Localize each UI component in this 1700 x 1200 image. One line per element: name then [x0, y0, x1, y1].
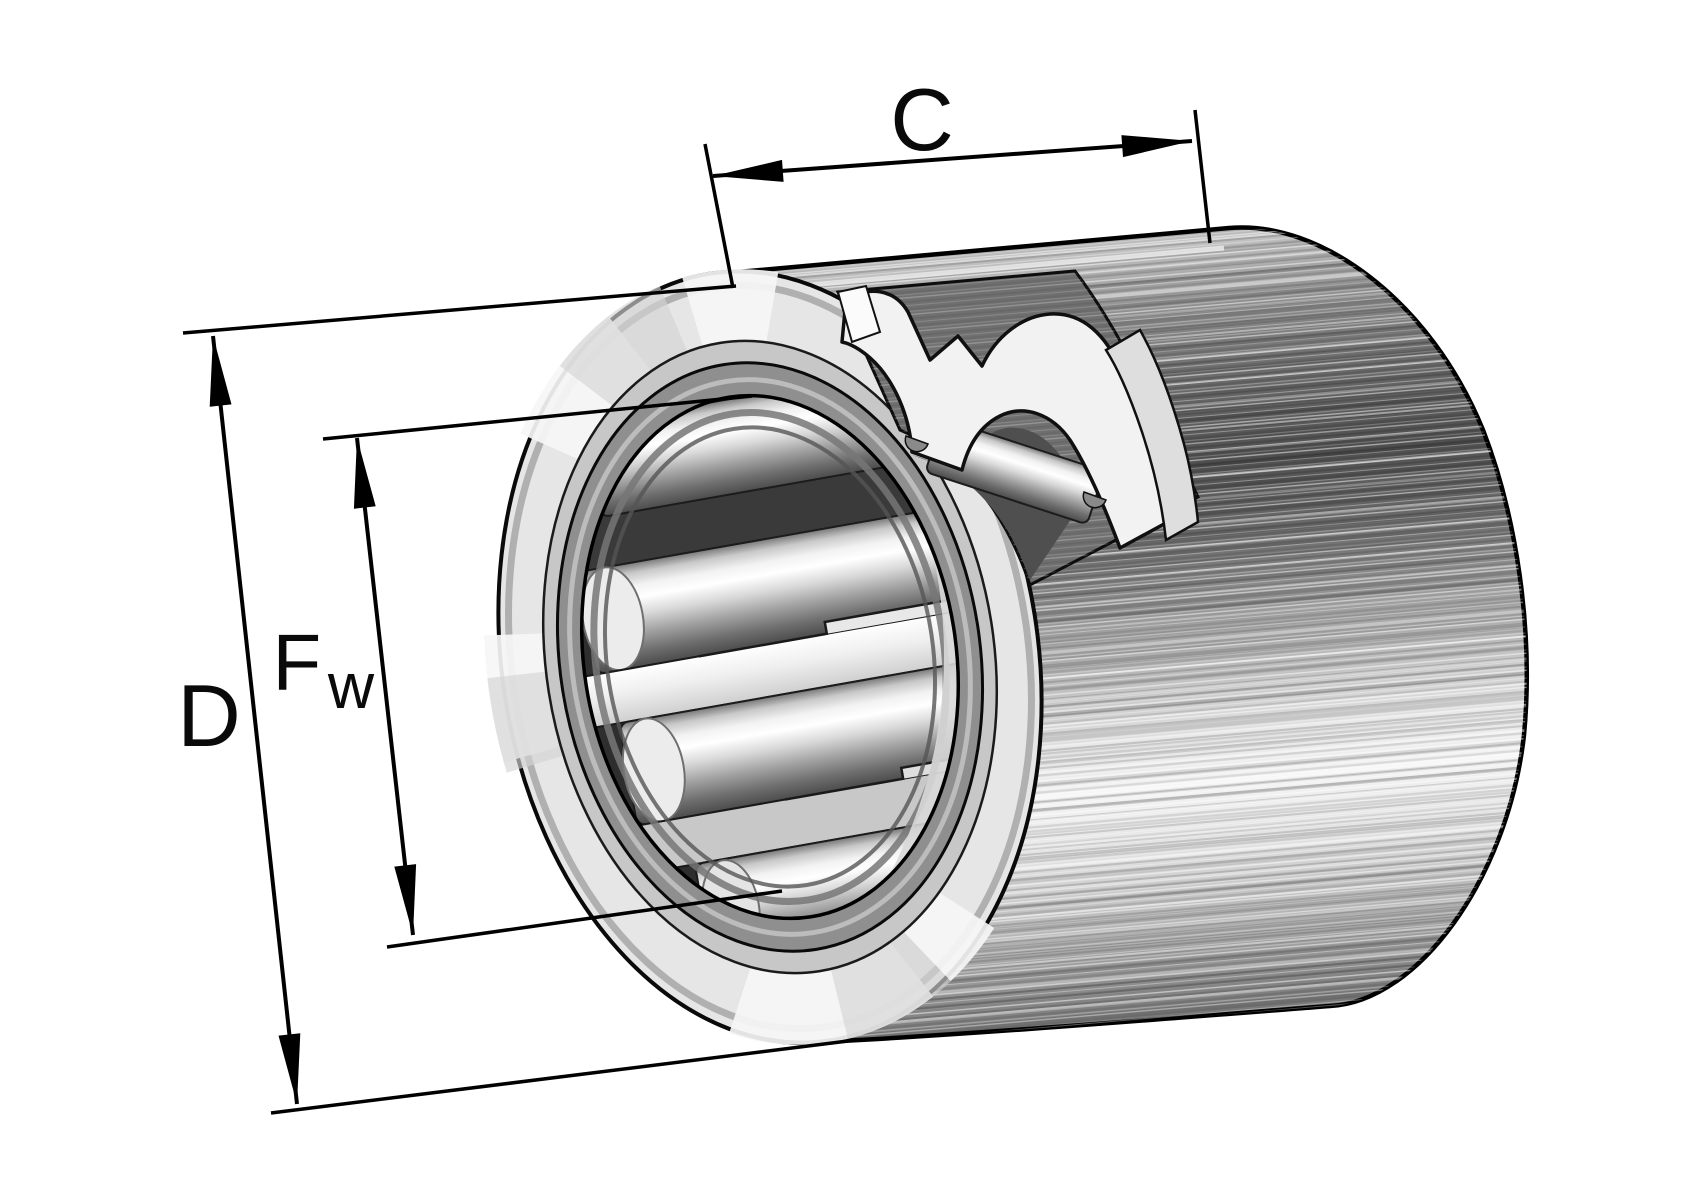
- shell-top-highlight: [741, 245, 1225, 294]
- cage-band-notch: [904, 435, 929, 453]
- label-bore-diameter: F w: [272, 618, 375, 722]
- dimension-line: [355, 437, 415, 936]
- cage-face-highlight: [567, 377, 973, 937]
- dimension-d: D: [177, 284, 849, 1115]
- extension-line: [386, 889, 783, 949]
- dimension-line: [712, 139, 1193, 178]
- label-bore-main: F: [272, 618, 321, 707]
- cage-second-bridge: [1104, 328, 1200, 543]
- label-width: C: [890, 70, 954, 169]
- extension-line: [1193, 109, 1212, 244]
- arrowhead-left: [713, 159, 784, 182]
- cage-band-notch: [1082, 491, 1107, 509]
- label-bore-subscript: w: [327, 650, 375, 722]
- arrowhead-down: [394, 864, 417, 935]
- arrowhead-right: [1121, 135, 1192, 158]
- cage-lip-arc-outer: [590, 409, 950, 905]
- extension-line: [322, 394, 753, 441]
- arrowhead-up: [209, 336, 232, 407]
- arrowhead-up: [353, 438, 376, 509]
- extension-line: [270, 1039, 849, 1115]
- dimension-fw: F w: [272, 394, 783, 949]
- label-outer-diameter: D: [177, 666, 241, 765]
- dimension-c: C: [703, 70, 1212, 289]
- cage-cut-band: [840, 289, 1188, 550]
- cutaway-section: [835, 269, 1200, 588]
- cup-lip-cut-face: [836, 284, 882, 344]
- cage-lip-arc-inner: [603, 425, 937, 889]
- extension-line: [182, 284, 737, 335]
- arrowhead-down: [278, 1033, 301, 1104]
- dimension-line: [211, 335, 299, 1105]
- extension-line: [703, 143, 735, 289]
- face-grey-wedges: [483, 269, 1057, 1045]
